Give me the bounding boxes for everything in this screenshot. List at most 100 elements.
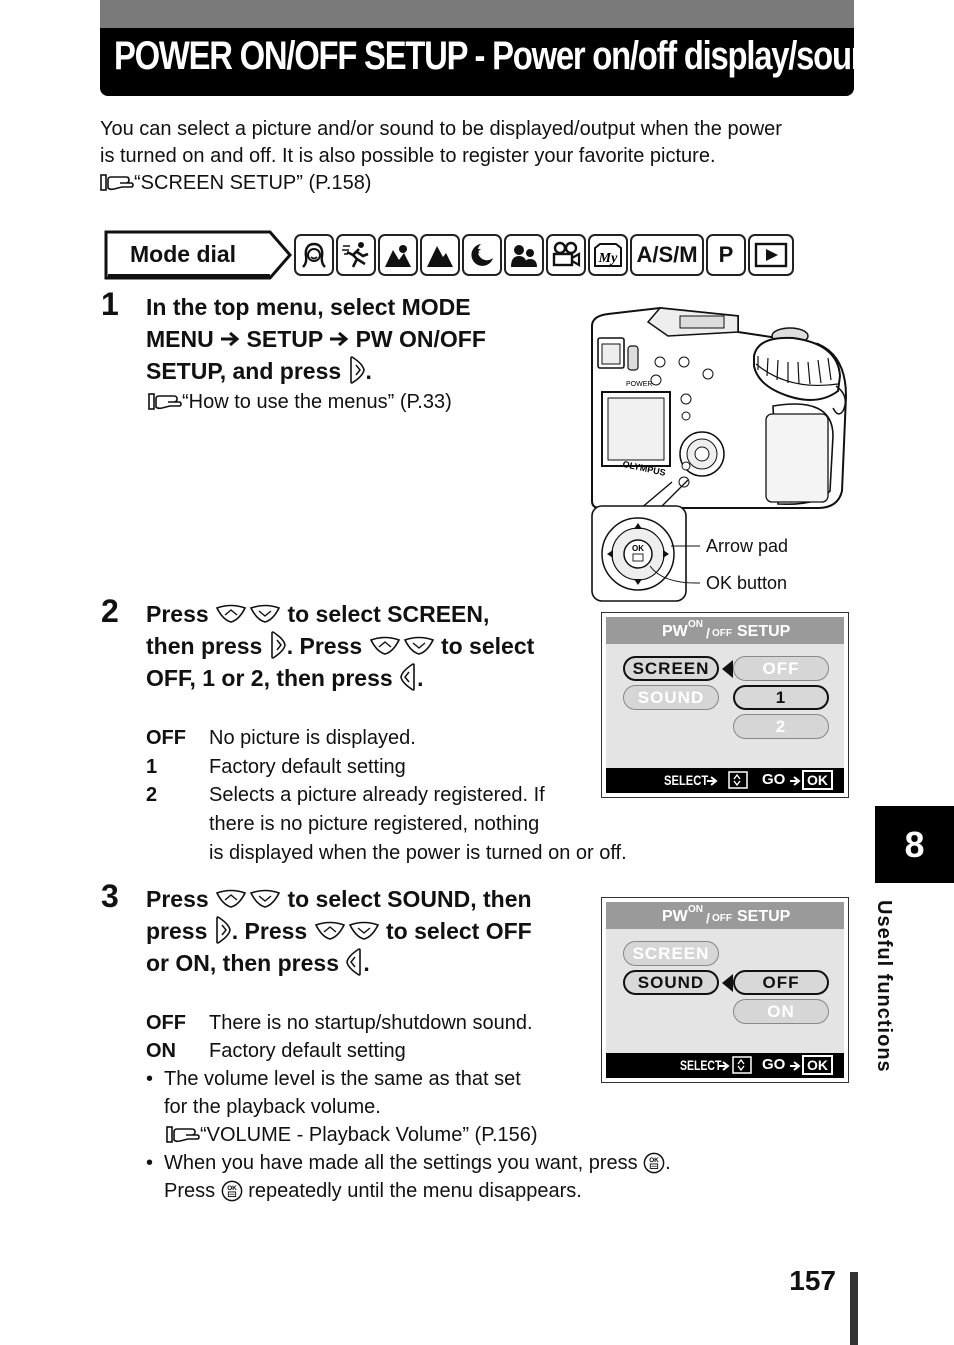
lcd-option-2: 2 — [733, 714, 829, 739]
def-value-cont: there is no picture registered, nothing — [209, 813, 540, 835]
lcd-inner: PW ON / OFF SETUP SCREEN SOUND OFF ON SE… — [606, 902, 844, 1078]
page-number-bar — [850, 1272, 858, 1345]
landscape-portrait-icon — [378, 234, 418, 276]
lcd-footer-ok: OK — [802, 1055, 833, 1075]
reference-icon — [100, 172, 134, 192]
step-3-line-2: press . Press to select OFF — [146, 915, 586, 947]
bullet-2-line-1: When you have made all the settings you … — [164, 1152, 671, 1174]
lcd-header-off: OFF — [712, 913, 732, 924]
def-key: ON — [146, 1040, 176, 1062]
lcd-footer-arrow-icon — [707, 776, 718, 786]
page-number: 157 — [789, 1265, 836, 1296]
step-3-number: 3 — [101, 878, 119, 914]
title-banner-strip — [100, 0, 854, 28]
bullet-2-text: When you have made all the settings you … — [164, 1152, 638, 1174]
mode-dial-label-box — [104, 230, 292, 280]
step-2-line-2: then press . Press to select — [146, 630, 586, 662]
step-2-then-press: then press — [146, 633, 263, 659]
reference-icon — [166, 1124, 200, 1144]
bullet-2-repeat: repeatedly until the menu disappears. — [248, 1180, 582, 1202]
chapter-tab: 8 — [875, 806, 954, 883]
lcd-item-screen: SCREEN — [623, 941, 719, 966]
playback-icon — [748, 234, 794, 276]
def-key: OFF — [146, 727, 186, 749]
lcd-header-setup: SETUP — [737, 908, 791, 925]
arrow-right-button-icon — [214, 916, 232, 944]
lcd-footer: SELECT GO OK — [606, 1053, 844, 1078]
step-2-line-1: Press to select SCREEN, — [146, 598, 586, 630]
up-down-buttons-icon — [314, 921, 380, 941]
lcd-item-sound: SOUND — [623, 970, 719, 995]
step-2-to-select: to select — [440, 633, 535, 659]
step-1-line-1: In the top menu, select MODE — [146, 294, 471, 320]
step-2-select-screen: to select SCREEN, — [287, 601, 490, 627]
step-2-text: Press to select SCREEN, then press . Pre… — [146, 598, 586, 694]
lcd-footer-updown-icon — [732, 1056, 752, 1074]
chapter-label: Useful functions — [872, 900, 916, 1090]
lcd-footer-arrow-icon — [719, 1061, 730, 1071]
step-3-press-3: . Press — [231, 918, 308, 944]
intro-line-1: You can select a picture and/or sound to… — [100, 118, 782, 140]
step-2-press-2: . Press — [286, 633, 363, 659]
arrow-right-button-icon — [269, 631, 287, 659]
my-mode-icon: My — [588, 234, 628, 276]
bullet-1-line-2: for the playback volume. — [164, 1096, 381, 1118]
self-portrait-icon — [504, 234, 544, 276]
lcd-footer-ok: OK — [802, 770, 833, 790]
callout-ok-button: OK button — [706, 573, 788, 593]
lcd-footer-updown-icon — [728, 771, 748, 789]
lcd-header-pw: PW — [662, 623, 688, 640]
intro-ref-text: “SCREEN SETUP” (P.158) — [134, 172, 372, 194]
step-1-ref-text: “How to use the menus” (P.33) — [182, 391, 452, 413]
arrow-left-button-icon — [399, 663, 417, 691]
chapter-label-text: Useful functions — [873, 900, 895, 1073]
step-3-press: Press — [146, 886, 209, 912]
def-value: Factory default setting — [209, 1040, 406, 1062]
lcd-header-pw: PW — [662, 908, 688, 925]
movie-icon — [546, 234, 586, 276]
lcd-header-setup: SETUP — [737, 623, 791, 640]
lcd-option-off: OFF — [733, 970, 829, 995]
lcd-footer-select: SELECT — [664, 772, 709, 788]
ok-button-icon — [643, 1152, 665, 1174]
bullet-1-ref: “VOLUME - Playback Volume” (P.156) — [166, 1121, 538, 1150]
bullet-2-press: Press — [164, 1180, 216, 1202]
camera-power-label: POWER — [626, 381, 652, 388]
lcd-option-1: 1 — [733, 685, 829, 710]
bullet-1-line-1: The volume level is the same as that set — [164, 1068, 521, 1090]
intro-ref: “SCREEN SETUP” (P.158) — [100, 170, 860, 197]
lcd-option-off: OFF — [733, 656, 829, 681]
up-down-buttons-icon — [215, 604, 281, 624]
step-1-number: 1 — [101, 286, 119, 322]
lcd-option-on: ON — [733, 999, 829, 1024]
step-3-select-sound: to select SOUND, then — [287, 886, 532, 912]
step-3-select-off: to select OFF — [386, 918, 532, 944]
def-key: 1 — [146, 756, 158, 778]
lcd-header-off: OFF — [712, 628, 732, 639]
landscape-icon — [420, 234, 460, 276]
arrow-left-button-icon — [345, 948, 363, 976]
step-2-number: 2 — [101, 593, 119, 629]
step-3-press-2: press — [146, 918, 208, 944]
step-2-options: OFF, 1 or 2, then press — [146, 665, 393, 691]
step-1-ref: “How to use the menus” (P.33) — [148, 389, 452, 416]
step-3-line-1: Press to select SOUND, then — [146, 883, 586, 915]
mode-asm: A/S/M — [630, 234, 704, 276]
camera-illustration: POWER OLYMPUS OK — [591, 306, 848, 602]
lcd-footer-arrow-icon — [790, 1061, 801, 1071]
def-key: OFF — [146, 1012, 186, 1034]
step-1-setup: SETUP — [246, 326, 323, 352]
def-value: No picture is displayed. — [209, 727, 416, 749]
intro-line-2: is turned on and off. It is also possibl… — [100, 145, 716, 167]
lcd-item-sound: SOUND — [623, 685, 719, 710]
def-value: Factory default setting — [209, 756, 406, 778]
lcd-footer-arrow-icon — [790, 776, 801, 786]
lcd-header: PW ON / OFF SETUP — [606, 902, 844, 929]
callout-arrow-pad: Arrow pad — [706, 536, 789, 556]
step-2-press: Press — [146, 601, 209, 627]
up-down-buttons-icon — [215, 889, 281, 909]
night-scene-icon — [462, 234, 502, 276]
step-3-definitions: OFF There is no startup/shutdown sound. … — [146, 1009, 746, 1209]
step-1-pwonoff: PW ON/OFF — [355, 326, 486, 352]
arrow-right-icon — [329, 330, 349, 348]
